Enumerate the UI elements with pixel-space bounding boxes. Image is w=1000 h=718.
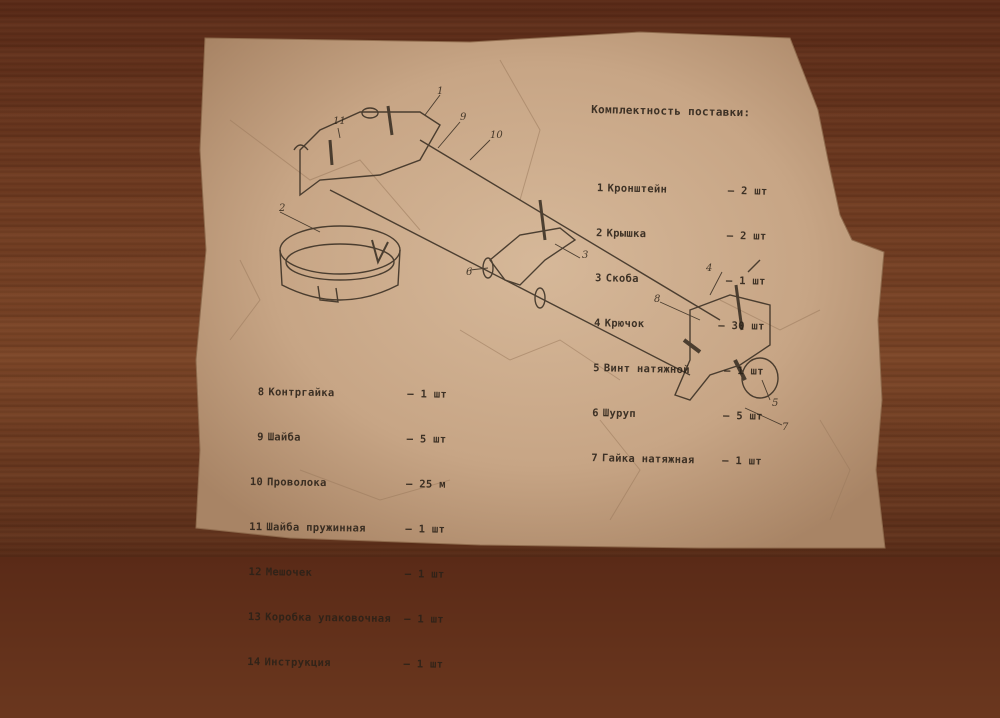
callout-2: 2 (279, 203, 286, 214)
callout-5: 5 (772, 398, 779, 409)
bracket-left (299, 111, 441, 197)
cover-ring (279, 225, 401, 303)
wire-lower (329, 189, 691, 376)
wire-upper (419, 139, 721, 321)
callout-10: 10 (490, 130, 503, 141)
parts-list-title: Комплектность поставки: (591, 102, 751, 120)
tension-ring (741, 357, 779, 399)
leader-lines (279, 94, 783, 426)
callout-11: 11 (333, 116, 346, 127)
instruction-sheet (195, 31, 886, 549)
assembly-drawing (279, 94, 783, 426)
callout-4: 4 (706, 263, 713, 274)
callout-1: 1 (437, 86, 444, 97)
bracket-cap (361, 107, 379, 119)
callout-7: 7 (782, 422, 789, 433)
middle-clamp (482, 199, 577, 309)
callout-6: 6 (466, 267, 473, 278)
paper-sheet (195, 31, 886, 549)
bracket-right (674, 259, 779, 401)
callout-3: 3 (582, 250, 589, 261)
callout-8: 8 (654, 294, 661, 305)
callout-9: 9 (460, 112, 467, 123)
